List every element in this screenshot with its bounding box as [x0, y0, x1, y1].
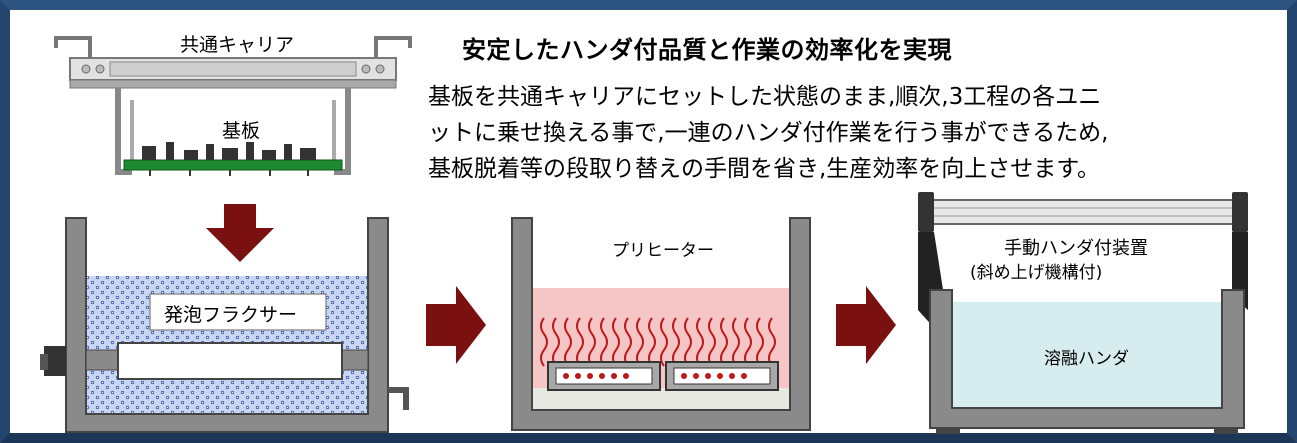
right-arrow-icon [426, 286, 486, 364]
fluxer-tank [40, 217, 409, 433]
circuit-board [123, 142, 343, 176]
solder-device-sublabel: (斜め上げ機構付) [970, 263, 1103, 283]
fluxer-label: 発泡フラクサー [164, 304, 298, 326]
down-arrow-icon [206, 204, 274, 262]
preheater-label: プリヒーター [612, 241, 714, 261]
molten-solder-label: 溶融ハンダ [1044, 349, 1129, 369]
board-label: 基板 [222, 120, 261, 142]
preheater-tank [511, 217, 811, 431]
right-arrow-icon [836, 286, 896, 364]
solder-device [918, 192, 1248, 434]
description-line-1: 基板を共通キャリアにセットした状態のまま,順次,3工程の各ユニ [428, 84, 1102, 110]
solder-device-label: 手動ハンダ付装置 [1004, 238, 1148, 259]
description-line-2: ットに乗せ換える事で,一連のハンダ付作業を行う事ができるため, [428, 120, 1109, 146]
carrier-label: 共通キャリア [180, 34, 295, 56]
description-line-3: 基板脱着等の段取り替えの手間を省き,生産効率を向上させます。 [428, 156, 1101, 182]
headline: 安定したハンダ付品質と作業の効率化を実現 [462, 36, 952, 64]
common-carrier [54, 36, 412, 175]
